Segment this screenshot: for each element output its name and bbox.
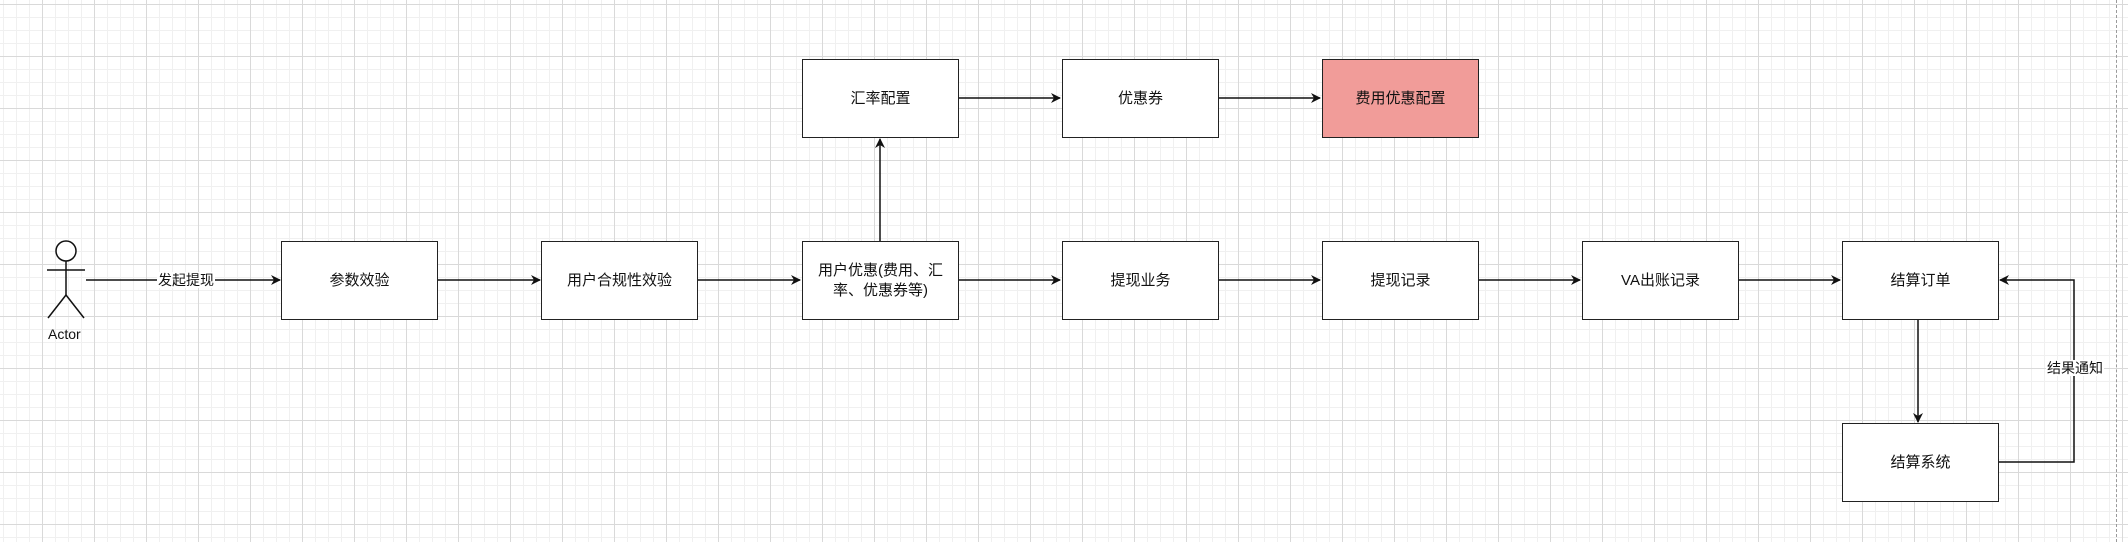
node-compliance-check[interactable]: 用户合规性效验 <box>541 241 698 320</box>
node-withdraw-record-label: 提现记录 <box>1370 271 1431 289</box>
node-param-check-label: 参数效验 <box>329 271 390 289</box>
node-param-check[interactable]: 参数效验 <box>281 241 438 320</box>
node-compliance-check-label: 用户合规性效验 <box>566 271 672 289</box>
actor-label: Actor <box>48 326 81 342</box>
node-fee-discount-config-label: 费用优惠配置 <box>1355 89 1446 107</box>
node-coupon[interactable]: 优惠券 <box>1062 59 1219 138</box>
edge-label-initiate-withdraw: 发起提现 <box>157 272 215 288</box>
edge-label-result-notify: 结果通知 <box>2046 360 2104 376</box>
node-coupon-label: 优惠券 <box>1117 89 1163 107</box>
node-settlement-order-label: 结算订单 <box>1890 271 1951 289</box>
node-settlement-system[interactable]: 结算系统 <box>1842 423 1999 502</box>
node-exchange-rate-config-label: 汇率配置 <box>850 89 911 107</box>
node-settlement-order[interactable]: 结算订单 <box>1842 241 1999 320</box>
node-user-discount-label: 用户优惠(费用、汇率、优惠券等) <box>818 261 943 299</box>
node-withdraw-business-label: 提现业务 <box>1110 271 1171 289</box>
node-fee-discount-config[interactable]: 费用优惠配置 <box>1322 59 1479 138</box>
node-withdraw-record[interactable]: 提现记录 <box>1322 241 1479 320</box>
node-exchange-rate-config[interactable]: 汇率配置 <box>802 59 959 138</box>
node-settlement-system-label: 结算系统 <box>1890 453 1951 471</box>
node-va-billing-record-label: VA出账记录 <box>1621 271 1700 289</box>
actor-icon[interactable] <box>47 240 85 319</box>
page-boundary <box>2116 0 2117 542</box>
node-user-discount[interactable]: 用户优惠(费用、汇率、优惠券等) <box>802 241 959 320</box>
node-va-billing-record[interactable]: VA出账记录 <box>1582 241 1739 320</box>
node-withdraw-business[interactable]: 提现业务 <box>1062 241 1219 320</box>
